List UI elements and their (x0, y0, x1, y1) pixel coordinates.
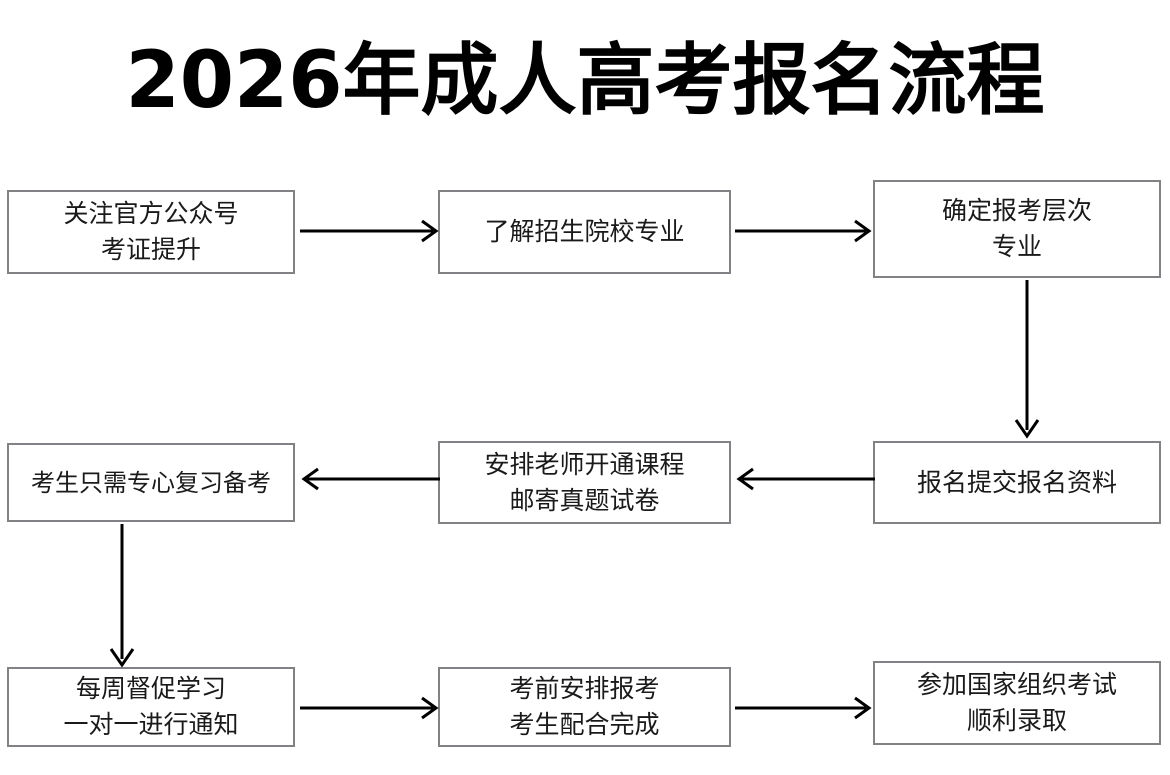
arrow-right-icon (300, 692, 440, 724)
flow-node-teacher-course-and-papers[interactable]: 安排老师开通课程 邮寄真题试卷 (438, 441, 731, 524)
flow-node-line: 考生配合完成 (509, 710, 660, 739)
page-title: 2026年成人高考报名流程 (125, 36, 1045, 126)
flow-node-line: 了解招生院校专业 (484, 217, 685, 246)
flow-node-follow-official-account[interactable]: 关注官方公众号 考证提升 (7, 190, 295, 274)
flow-node-take-national-exam[interactable]: 参加国家组织考试 顺利录取 (873, 661, 1161, 745)
flow-node-weekly-study-supervision[interactable]: 每周督促学习 一对一进行通知 (7, 667, 295, 747)
flow-node-line: 报名提交报名资料 (916, 467, 1117, 497)
flow-node-confirm-level-major[interactable]: 确定报考层次 专业 (873, 180, 1161, 278)
flow-node-line: 确定报考层次 (941, 196, 1092, 225)
flow-node-line: 每周督促学习 (75, 674, 226, 703)
flow-node-line: 一对一进行通知 (63, 710, 239, 739)
flow-node-line: 专业 (991, 232, 1042, 261)
flow-node-pre-exam-arrangement[interactable]: 考前安排报考 考生配合完成 (438, 667, 731, 747)
flow-node-line: 考生只需专心复习备考 (31, 468, 271, 497)
arrow-right-icon (735, 215, 875, 247)
flow-node-line: 邮寄真题试卷 (509, 485, 660, 515)
flow-node-line: 顺利录取 (966, 706, 1067, 735)
arrow-down-icon (95, 524, 149, 674)
flow-node-line: 安排老师开通课程 (484, 449, 685, 479)
arrow-right-icon (300, 215, 440, 247)
flow-node-line: 关注官方公众号 (63, 199, 239, 228)
flow-node-line: 参加国家组织考试 (916, 670, 1117, 699)
flow-node-focus-on-review[interactable]: 考生只需专心复习备考 (7, 443, 295, 522)
flow-node-submit-application[interactable]: 报名提交报名资料 (873, 441, 1161, 524)
arrow-right-icon (735, 692, 875, 724)
flow-node-line: 考证提升 (100, 235, 201, 264)
flow-node-learn-schools-majors[interactable]: 了解招生院校专业 (438, 190, 731, 274)
arrow-left-icon (735, 463, 875, 495)
arrow-left-icon (300, 463, 440, 495)
flow-node-line: 考前安排报考 (509, 674, 660, 703)
arrow-down-icon (1000, 280, 1054, 442)
